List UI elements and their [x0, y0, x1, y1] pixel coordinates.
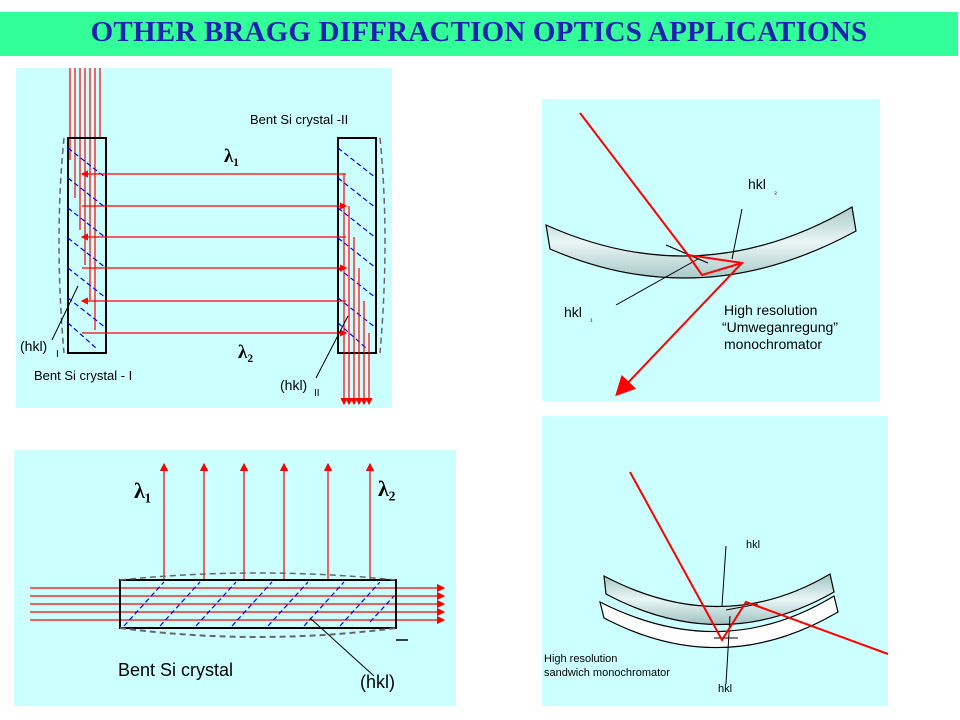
hkl-1-label: (hkl): [20, 338, 47, 354]
sandwich-diagram: hkl High resolution sandwich monochromat…: [542, 416, 888, 706]
upper-crystal: [603, 573, 835, 626]
hkl-2-leader: [315, 315, 349, 379]
crystal-label: Bent Si crystal: [118, 660, 233, 680]
x-ray-beam: [629, 471, 888, 655]
horizontal-beams: [30, 583, 446, 625]
hkl-1-leader: [615, 258, 699, 306]
crystal-1-bend-curve: [58, 137, 65, 354]
caption-line-2: “Umweganregung”: [722, 319, 838, 335]
hkl-1-subscript: I: [56, 349, 59, 360]
page-title: OTHER BRAGG DIFFRACTION OPTICS APPLICATI…: [90, 16, 868, 48]
lambda-1-label: λ₁: [224, 146, 239, 167]
lower-crystal: [599, 595, 839, 649]
vertical-beams: [159, 462, 375, 580]
hkl-leader: [309, 617, 375, 677]
lambda-2-label: λ₂: [378, 476, 396, 501]
caption-line-3: monochromator: [724, 336, 822, 352]
horizontal-beams: [80, 170, 348, 337]
hkl-2-label: (hkl): [280, 377, 307, 393]
hkl-label: (hkl): [360, 672, 395, 692]
hkl-1-label: hkl: [564, 304, 582, 320]
hkl-2-subscript: ₂: [774, 187, 777, 196]
crystal-2-bend-curve: [379, 137, 386, 354]
hkl-2-subscript: II: [314, 388, 320, 399]
crystal-1-planes: [67, 147, 107, 349]
lambda-1-label: λ₁: [134, 478, 151, 503]
lambda-2-label: λ₂: [238, 342, 253, 363]
hkl-bottom-leader: [725, 615, 731, 685]
crystal-planes: [123, 581, 395, 627]
bent-crystal: [119, 579, 397, 629]
umweganregung-diagram: hkl ₂ hkl ₁ High resolution “Umweganregu…: [542, 99, 880, 401]
two-crystal-diagram: Bent Si crystal -II λ₁ λ₂ (hkl) I Bent S…: [16, 68, 392, 408]
bent-crystal: [545, 206, 857, 279]
title-bar: OTHER BRAGG DIFFRACTION OPTICS APPLICATI…: [0, 12, 958, 56]
x-ray-beam: [579, 112, 745, 397]
crystal-2: [337, 137, 377, 354]
caption-line-1: High resolution: [544, 653, 617, 665]
single-crystal-diagram: λ₁ λ₂ Bent Si crystal (hkl): [14, 450, 456, 706]
crystal-1-label: Bent Si crystal - I: [34, 368, 132, 383]
hkl-2-label: hkl: [748, 176, 766, 192]
hkl-top-leader: [721, 545, 727, 607]
hkl-1-subscript: ₁: [590, 314, 593, 323]
two-crystal-drawing: Bent Si crystal -II λ₁ λ₂ (hkl) I Bent S…: [20, 68, 386, 406]
outgoing-beams: [340, 174, 373, 406]
caption-line-2: sandwich monochromator: [544, 667, 670, 679]
caption-line-1: High resolution: [724, 302, 817, 318]
sandwich-drawing: hkl High resolution sandwich monochromat…: [544, 471, 888, 695]
crystal-2-label: Bent Si crystal -II: [250, 112, 348, 127]
hkl-1-leader: [51, 285, 79, 341]
crystal-1: [67, 137, 107, 354]
hkl-bottom-label: hkl: [718, 683, 732, 695]
umweganregung-drawing: hkl ₂ hkl ₁ High resolution “Umweganregu…: [545, 112, 857, 397]
hkl-top-label: hkl: [746, 539, 760, 551]
single-crystal-drawing: λ₁ λ₂ Bent Si crystal (hkl): [30, 462, 446, 692]
